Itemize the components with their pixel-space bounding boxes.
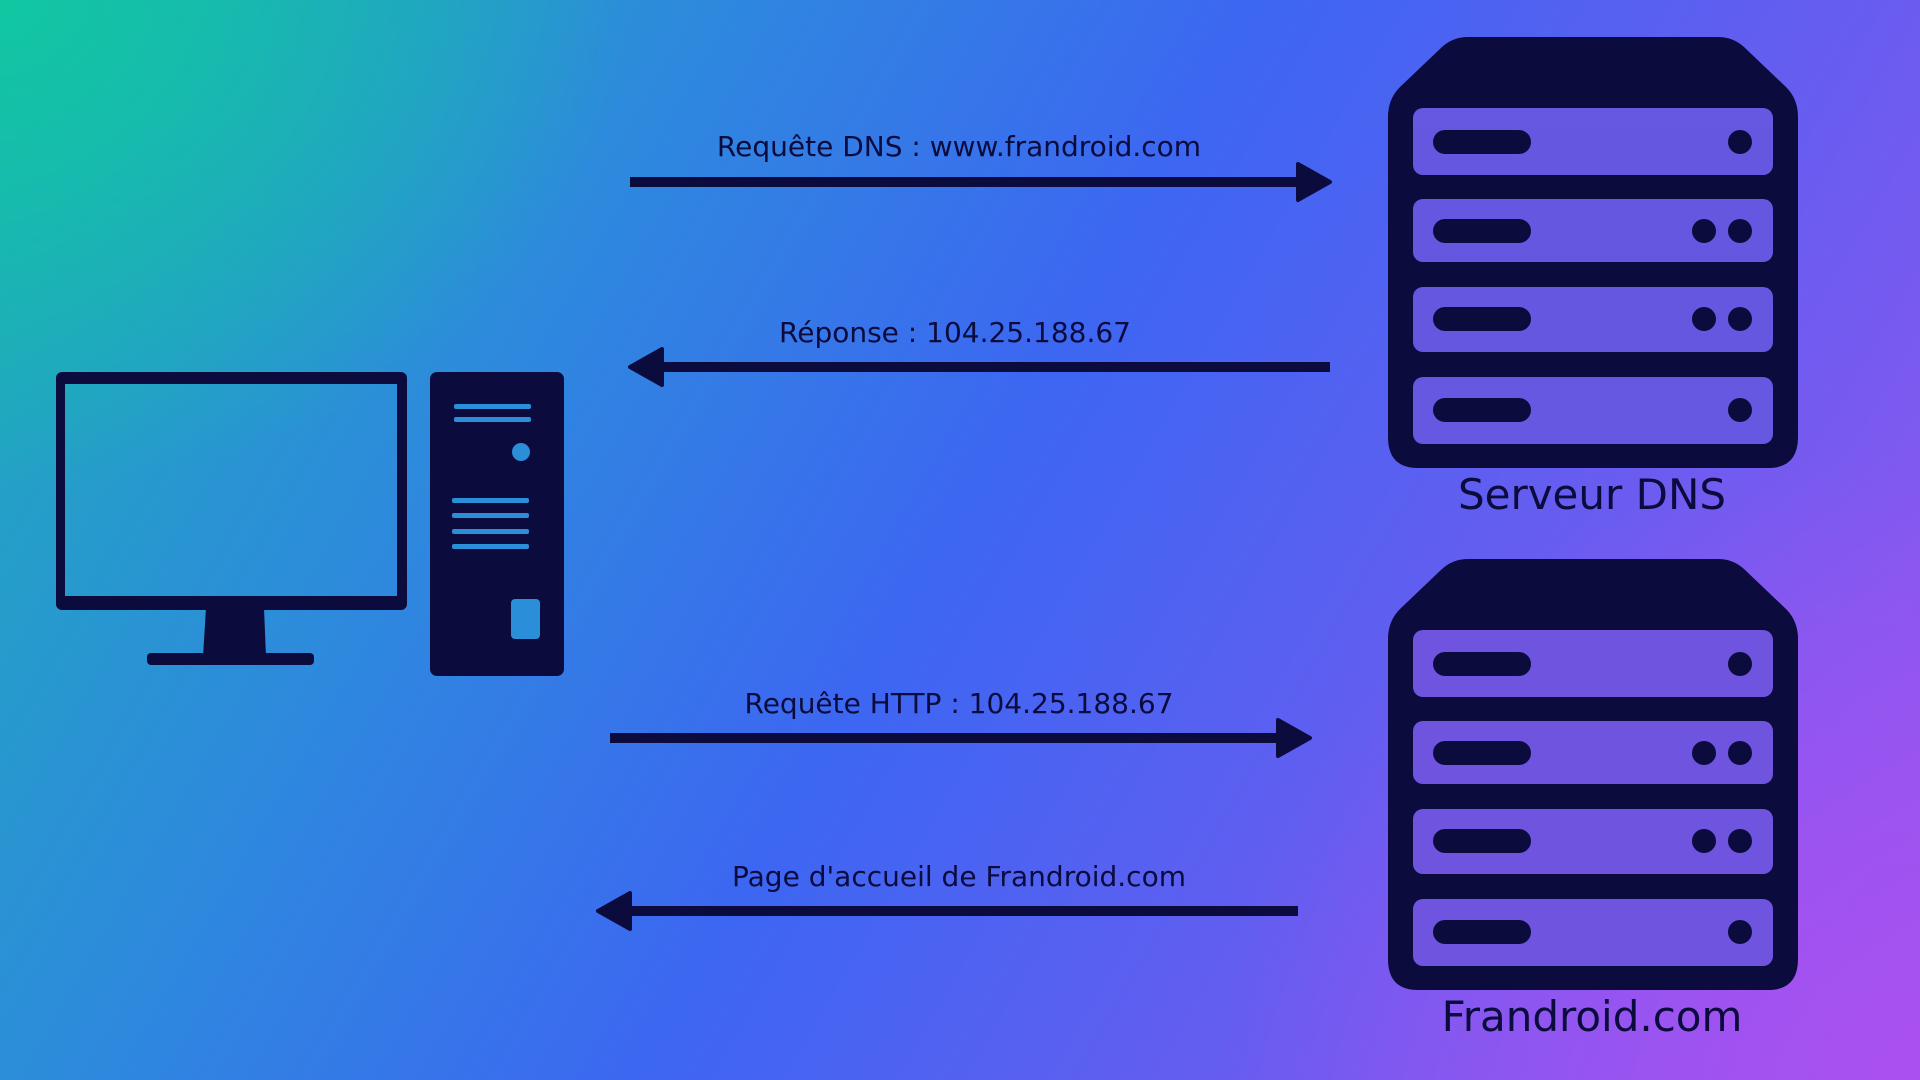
dns-server-icon [1388, 37, 1798, 468]
dns-request-label: Requête DNS : www.frandroid.com [716, 130, 1202, 163]
http-request-label: Requête HTTP : 104.25.188.67 [744, 687, 1174, 720]
arrow-http-request [610, 718, 1312, 758]
computer-icon [56, 372, 564, 676]
dns-response-label: Réponse : 104.25.188.67 [779, 316, 1131, 349]
arrow-dns-request [630, 162, 1332, 202]
http-response-label: Page d'accueil de Frandroid.com [732, 860, 1186, 893]
web-server-label: Frandroid.com [1441, 992, 1743, 1041]
dns-server-label: Serveur DNS [1457, 470, 1727, 519]
tower-icon [430, 372, 564, 676]
arrow-http-response [596, 891, 1298, 931]
arrow-dns-response [628, 347, 1330, 387]
web-server-icon [1388, 559, 1798, 990]
monitor-icon [56, 372, 407, 610]
monitor-stand [203, 608, 266, 657]
